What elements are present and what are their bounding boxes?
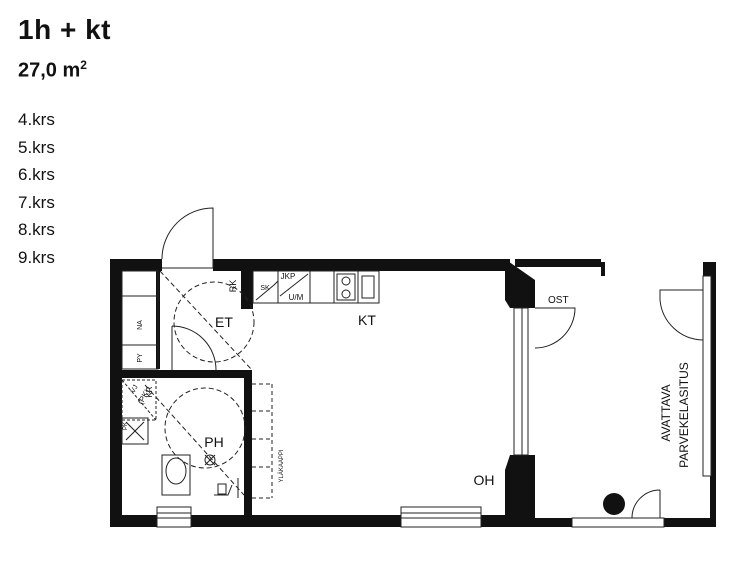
drain-icon bbox=[603, 493, 625, 515]
label-rk: RK bbox=[228, 280, 238, 293]
floor-item: 6.krs bbox=[18, 165, 55, 184]
floor-item: 7.krs bbox=[18, 192, 55, 212]
upper-cabinet bbox=[252, 383, 273, 499]
label-kr: KR bbox=[145, 386, 154, 397]
apartment-type-title: 1h + kt bbox=[18, 14, 111, 45]
label-na: NA bbox=[137, 320, 144, 330]
floor-item: 4.krs bbox=[18, 110, 55, 129]
label-um: U/M bbox=[289, 293, 304, 302]
label-vj: VJ bbox=[130, 384, 140, 395]
floor-item: 5.krs bbox=[18, 137, 55, 157]
label-pk: PK bbox=[123, 422, 129, 430]
room-label-oh: OH bbox=[474, 472, 495, 488]
exterior-walls bbox=[110, 259, 716, 527]
apartment-area: 27,0 m2 bbox=[18, 58, 87, 83]
kitchen-units bbox=[252, 270, 380, 304]
floor-item: 9.krs bbox=[18, 247, 55, 267]
label-py: PY bbox=[137, 353, 144, 363]
balcony-label-line2: PARVEKELASITUS bbox=[677, 362, 691, 468]
room-label-kt: KT bbox=[358, 312, 376, 328]
balcony-doors bbox=[534, 289, 704, 519]
entry-circulation bbox=[159, 270, 255, 371]
area-unit-superscript: 2 bbox=[80, 58, 87, 72]
floor-item: 8.krs bbox=[18, 220, 55, 239]
balcony-label-line1: AVATTAVA bbox=[659, 384, 673, 441]
label-ost: OST bbox=[548, 295, 569, 306]
label-jkp: JKP bbox=[281, 272, 296, 281]
bathroom-door bbox=[171, 325, 217, 371]
bathroom-circulation bbox=[144, 384, 246, 496]
room-label-et: ET bbox=[215, 314, 233, 330]
area-value: 27,0 m bbox=[18, 59, 81, 82]
label-sk: SK bbox=[260, 285, 270, 292]
room-label-ph: PH bbox=[204, 434, 223, 450]
entrance-door bbox=[161, 207, 214, 269]
windows bbox=[156, 275, 712, 528]
label-ylakaappi: YLÄKAAPPI bbox=[278, 449, 285, 482]
floor-list: 4.krs 5.krs 6.krs 7.krs 8.krs 9.krs bbox=[18, 106, 55, 271]
entry-wardrobe bbox=[121, 270, 159, 370]
